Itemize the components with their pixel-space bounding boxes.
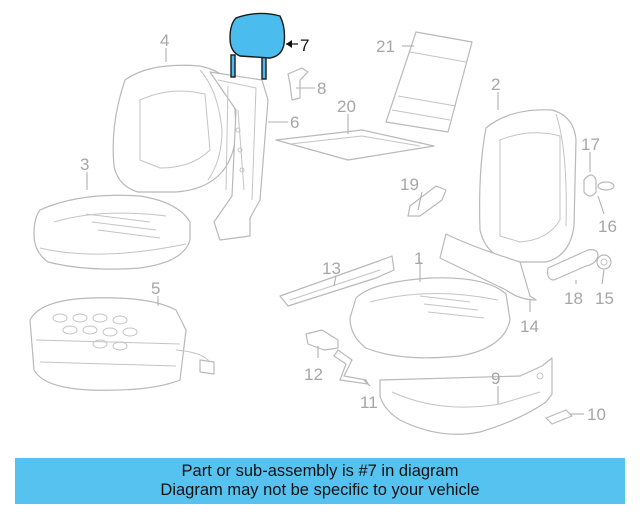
part-6-seat-back-frame [209, 71, 269, 241]
part-9-side-shield [379, 357, 553, 435]
callout-8: 8 [317, 79, 326, 98]
callout-5: 5 [151, 279, 160, 298]
part-8-clip [287, 67, 309, 101]
callout-10: 10 [587, 405, 606, 424]
part-20-seat-cushion-pad [275, 129, 435, 161]
leader-line-7 [286, 40, 298, 48]
callout-21: 21 [376, 37, 395, 56]
part-info-banner: Part or sub-assembly is #7 in diagram Di… [15, 458, 625, 504]
part-11-rod [333, 349, 369, 385]
callout-20: 20 [337, 97, 356, 116]
callout-1: 1 [414, 249, 423, 268]
part-4-seat-back-cover [112, 64, 237, 193]
callout-7: 7 [300, 36, 309, 55]
part-2-seat-back-cover-right [479, 109, 577, 263]
callout-14: 14 [520, 317, 539, 336]
callout-11: 11 [360, 393, 378, 412]
callout-17: 17 [581, 135, 600, 154]
part-5-seat-cushion-frame [29, 297, 215, 391]
part-12-latch [305, 329, 339, 351]
part-17-knob [583, 174, 597, 197]
callout-15: 15 [595, 289, 614, 308]
part-15-knob [596, 254, 612, 270]
callout-13: 13 [322, 259, 341, 278]
banner-line-disclaimer: Diagram may not be specific to your vehi… [160, 481, 480, 499]
part-18-handle [547, 249, 599, 281]
callout-6: 6 [290, 113, 299, 132]
callout-2: 2 [491, 75, 500, 94]
leader-lines [86, 45, 605, 415]
callout-18: 18 [564, 289, 583, 308]
callout-3: 3 [80, 155, 89, 174]
part-14-side-panel [439, 233, 537, 301]
callout-12: 12 [304, 365, 323, 384]
callout-9: 9 [491, 369, 500, 388]
part-10-screw [545, 409, 573, 425]
callout-19: 19 [400, 175, 419, 194]
banner-line-part-number: Part or sub-assembly is #7 in diagram [181, 462, 459, 480]
part-7-headrest [229, 12, 286, 80]
part-1-seat-cushion-cover-right [349, 277, 511, 359]
part-19-bracket [407, 185, 447, 217]
part-3-seat-cushion-cover [33, 194, 191, 270]
part-16-cap [597, 181, 615, 191]
callout-4: 4 [160, 31, 169, 50]
part-13-slide-rail [279, 255, 395, 307]
callout-16: 16 [598, 217, 617, 236]
part-21-seat-back-pad [385, 31, 473, 133]
